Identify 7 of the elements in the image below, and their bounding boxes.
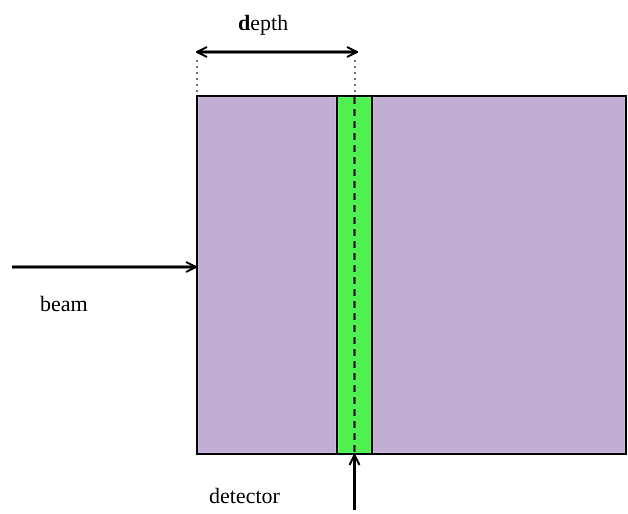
dimension-label: depth [238, 10, 288, 36]
sample-block [196, 95, 627, 455]
detector-label: detector [209, 483, 280, 509]
arrow [348, 454, 360, 510]
arrow [12, 261, 197, 273]
detector-strip [336, 95, 373, 455]
beam-label: beam [40, 291, 88, 317]
